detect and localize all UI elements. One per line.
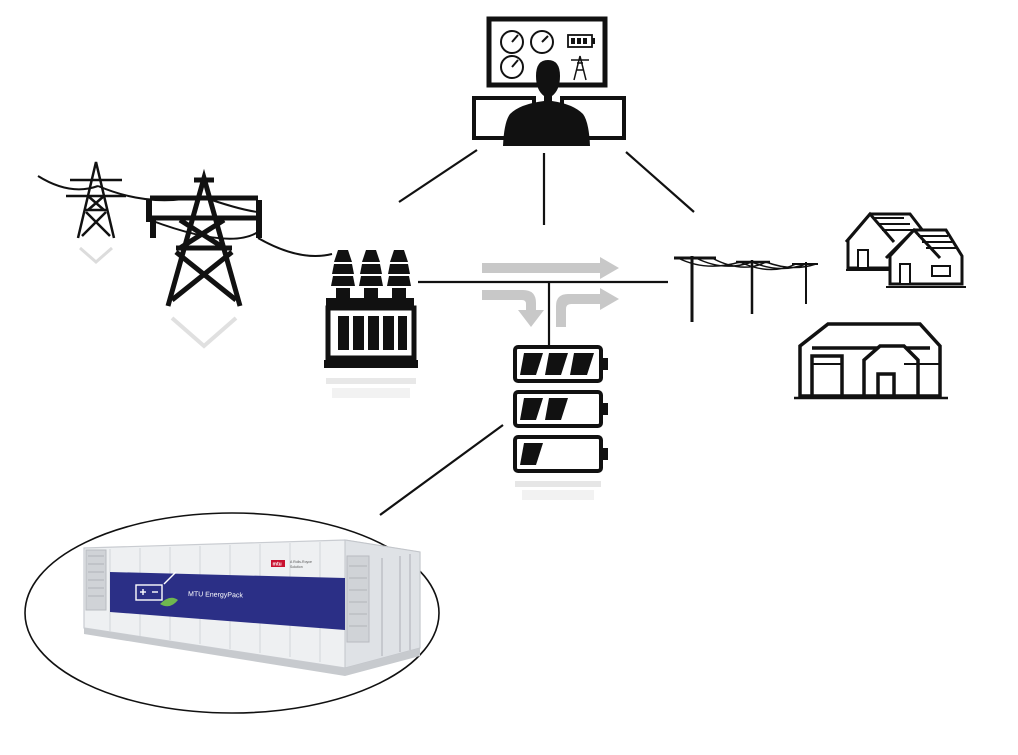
power-flow-arrows — [482, 257, 619, 327]
tower-reflection — [170, 316, 238, 349]
flow-arrow-down-to-battery — [482, 290, 544, 327]
gauge-icon — [500, 30, 554, 79]
distribution-line — [674, 256, 818, 322]
transmission-tower-icon — [148, 168, 262, 307]
insulator-icon — [146, 200, 262, 238]
transmission-tower-icon — [66, 161, 126, 239]
battery-stack-icon — [513, 345, 608, 473]
transformer — [324, 250, 418, 398]
flow-arrow-up-from-battery — [556, 288, 619, 327]
container-callout: MTU EnergyPack mtu A Rolls-Royce Solutio… — [24, 512, 440, 714]
container-battery-glyph-icon — [135, 571, 177, 601]
battery-storage — [513, 345, 608, 500]
tower-reflection — [79, 246, 113, 264]
company-line-1: A Rolls-Royce — [290, 560, 312, 564]
transmission-towers — [37, 161, 333, 349]
battery-container-icon: MTU EnergyPack mtu A Rolls-Royce Solutio… — [83, 539, 421, 676]
connector-control-to-transformer — [398, 149, 478, 203]
flow-arrow-right — [482, 257, 619, 279]
houses — [844, 211, 966, 288]
battery-reflection — [515, 481, 601, 500]
transformer-icon — [324, 250, 418, 368]
company-line-2: Solution — [290, 565, 303, 569]
operator-monitor-icon — [472, 16, 626, 146]
leaf-icon — [160, 597, 178, 607]
connector-control-to-distribution — [625, 151, 695, 213]
battery-level-icon — [567, 34, 595, 48]
operator-silhouette-icon — [503, 60, 590, 146]
brand-logo-text: mtu — [273, 562, 282, 568]
control-center — [472, 16, 626, 146]
connector-battery-to-container — [379, 424, 504, 516]
house-icon — [884, 227, 964, 286]
connector-lines — [379, 149, 695, 516]
factory-icon — [798, 322, 942, 398]
transformer-reflection — [326, 378, 416, 398]
brand-logo — [271, 560, 285, 567]
container-band — [110, 572, 345, 630]
power-cable — [37, 175, 333, 257]
utility-pole-icon — [674, 256, 818, 322]
container-product-name: MTU EnergyPack — [188, 591, 244, 599]
mini-tower-icon — [571, 55, 589, 81]
factory — [794, 322, 948, 400]
